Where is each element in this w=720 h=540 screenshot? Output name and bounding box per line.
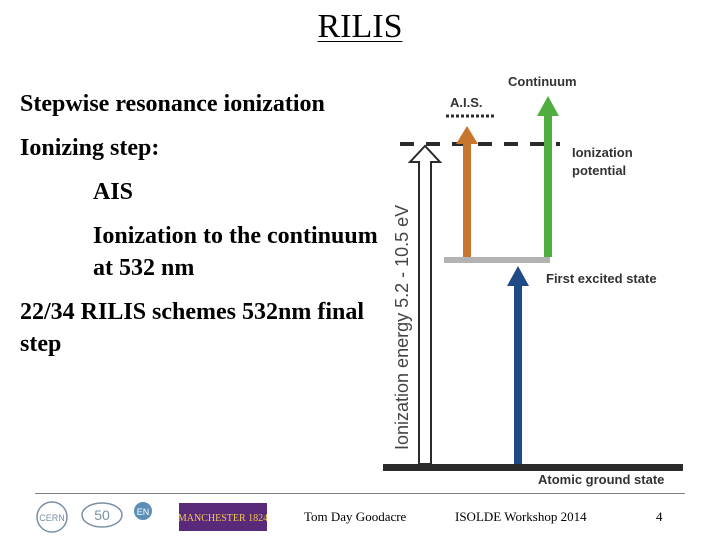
continuum-label: Continuum xyxy=(508,74,577,89)
first-step-arrow-head xyxy=(507,266,529,286)
first-excited-label: First excited state xyxy=(546,271,657,286)
energy-axis-arrow xyxy=(407,144,443,465)
ionization-potential-label: Ionization potential xyxy=(572,145,636,178)
continuum-arrow-shaft xyxy=(544,116,552,257)
svg-text:CERN: CERN xyxy=(39,513,65,523)
bullet-continuum-532: Ionization to the continuum at 532 nm xyxy=(93,223,378,281)
footer-author: Tom Day Goodacre xyxy=(304,509,407,524)
bullet-stepwise: Stepwise resonance ionization xyxy=(20,91,325,117)
en-department-logo: EN xyxy=(134,502,152,520)
cern-50-logo: 50 xyxy=(81,502,123,528)
cern-logo: CERN xyxy=(36,501,68,533)
svg-text:EN: EN xyxy=(137,507,150,517)
bullet-list: Stepwise resonance ionization Ionizing s… xyxy=(20,88,380,372)
page-number: 4 xyxy=(656,509,663,524)
slide-title: RILIS xyxy=(317,8,403,45)
ground-level xyxy=(383,464,683,471)
manchester-logo: MANCHESTER 1824 xyxy=(179,503,267,531)
ground-label: Atomic ground state xyxy=(538,472,664,487)
bullet-ionizing-step: Ionizing step: xyxy=(20,135,160,161)
ais-arrow-shaft xyxy=(463,144,471,257)
first-step-arrow-shaft xyxy=(514,286,522,464)
footer-event: ISOLDE Workshop 2014 xyxy=(455,509,587,524)
y-axis-label: Ionization energy 5.2 - 10.5 eV xyxy=(392,205,412,450)
bullet-ais: AIS xyxy=(93,179,134,205)
bullet-rilis-schemes: 22/34 RILIS schemes 532nm final step xyxy=(20,299,365,357)
svg-text:50: 50 xyxy=(94,507,110,523)
footer-divider xyxy=(35,493,685,494)
continuum-arrow-head xyxy=(537,96,559,116)
ionization-diagram: Continuum A.I.S. Ionization potential Fi… xyxy=(383,74,683,487)
first-excited-level xyxy=(444,257,550,263)
svg-text:MANCHESTER 1824: MANCHESTER 1824 xyxy=(179,513,267,524)
ais-label: A.I.S. xyxy=(450,95,483,110)
ais-arrow-head xyxy=(456,126,478,144)
